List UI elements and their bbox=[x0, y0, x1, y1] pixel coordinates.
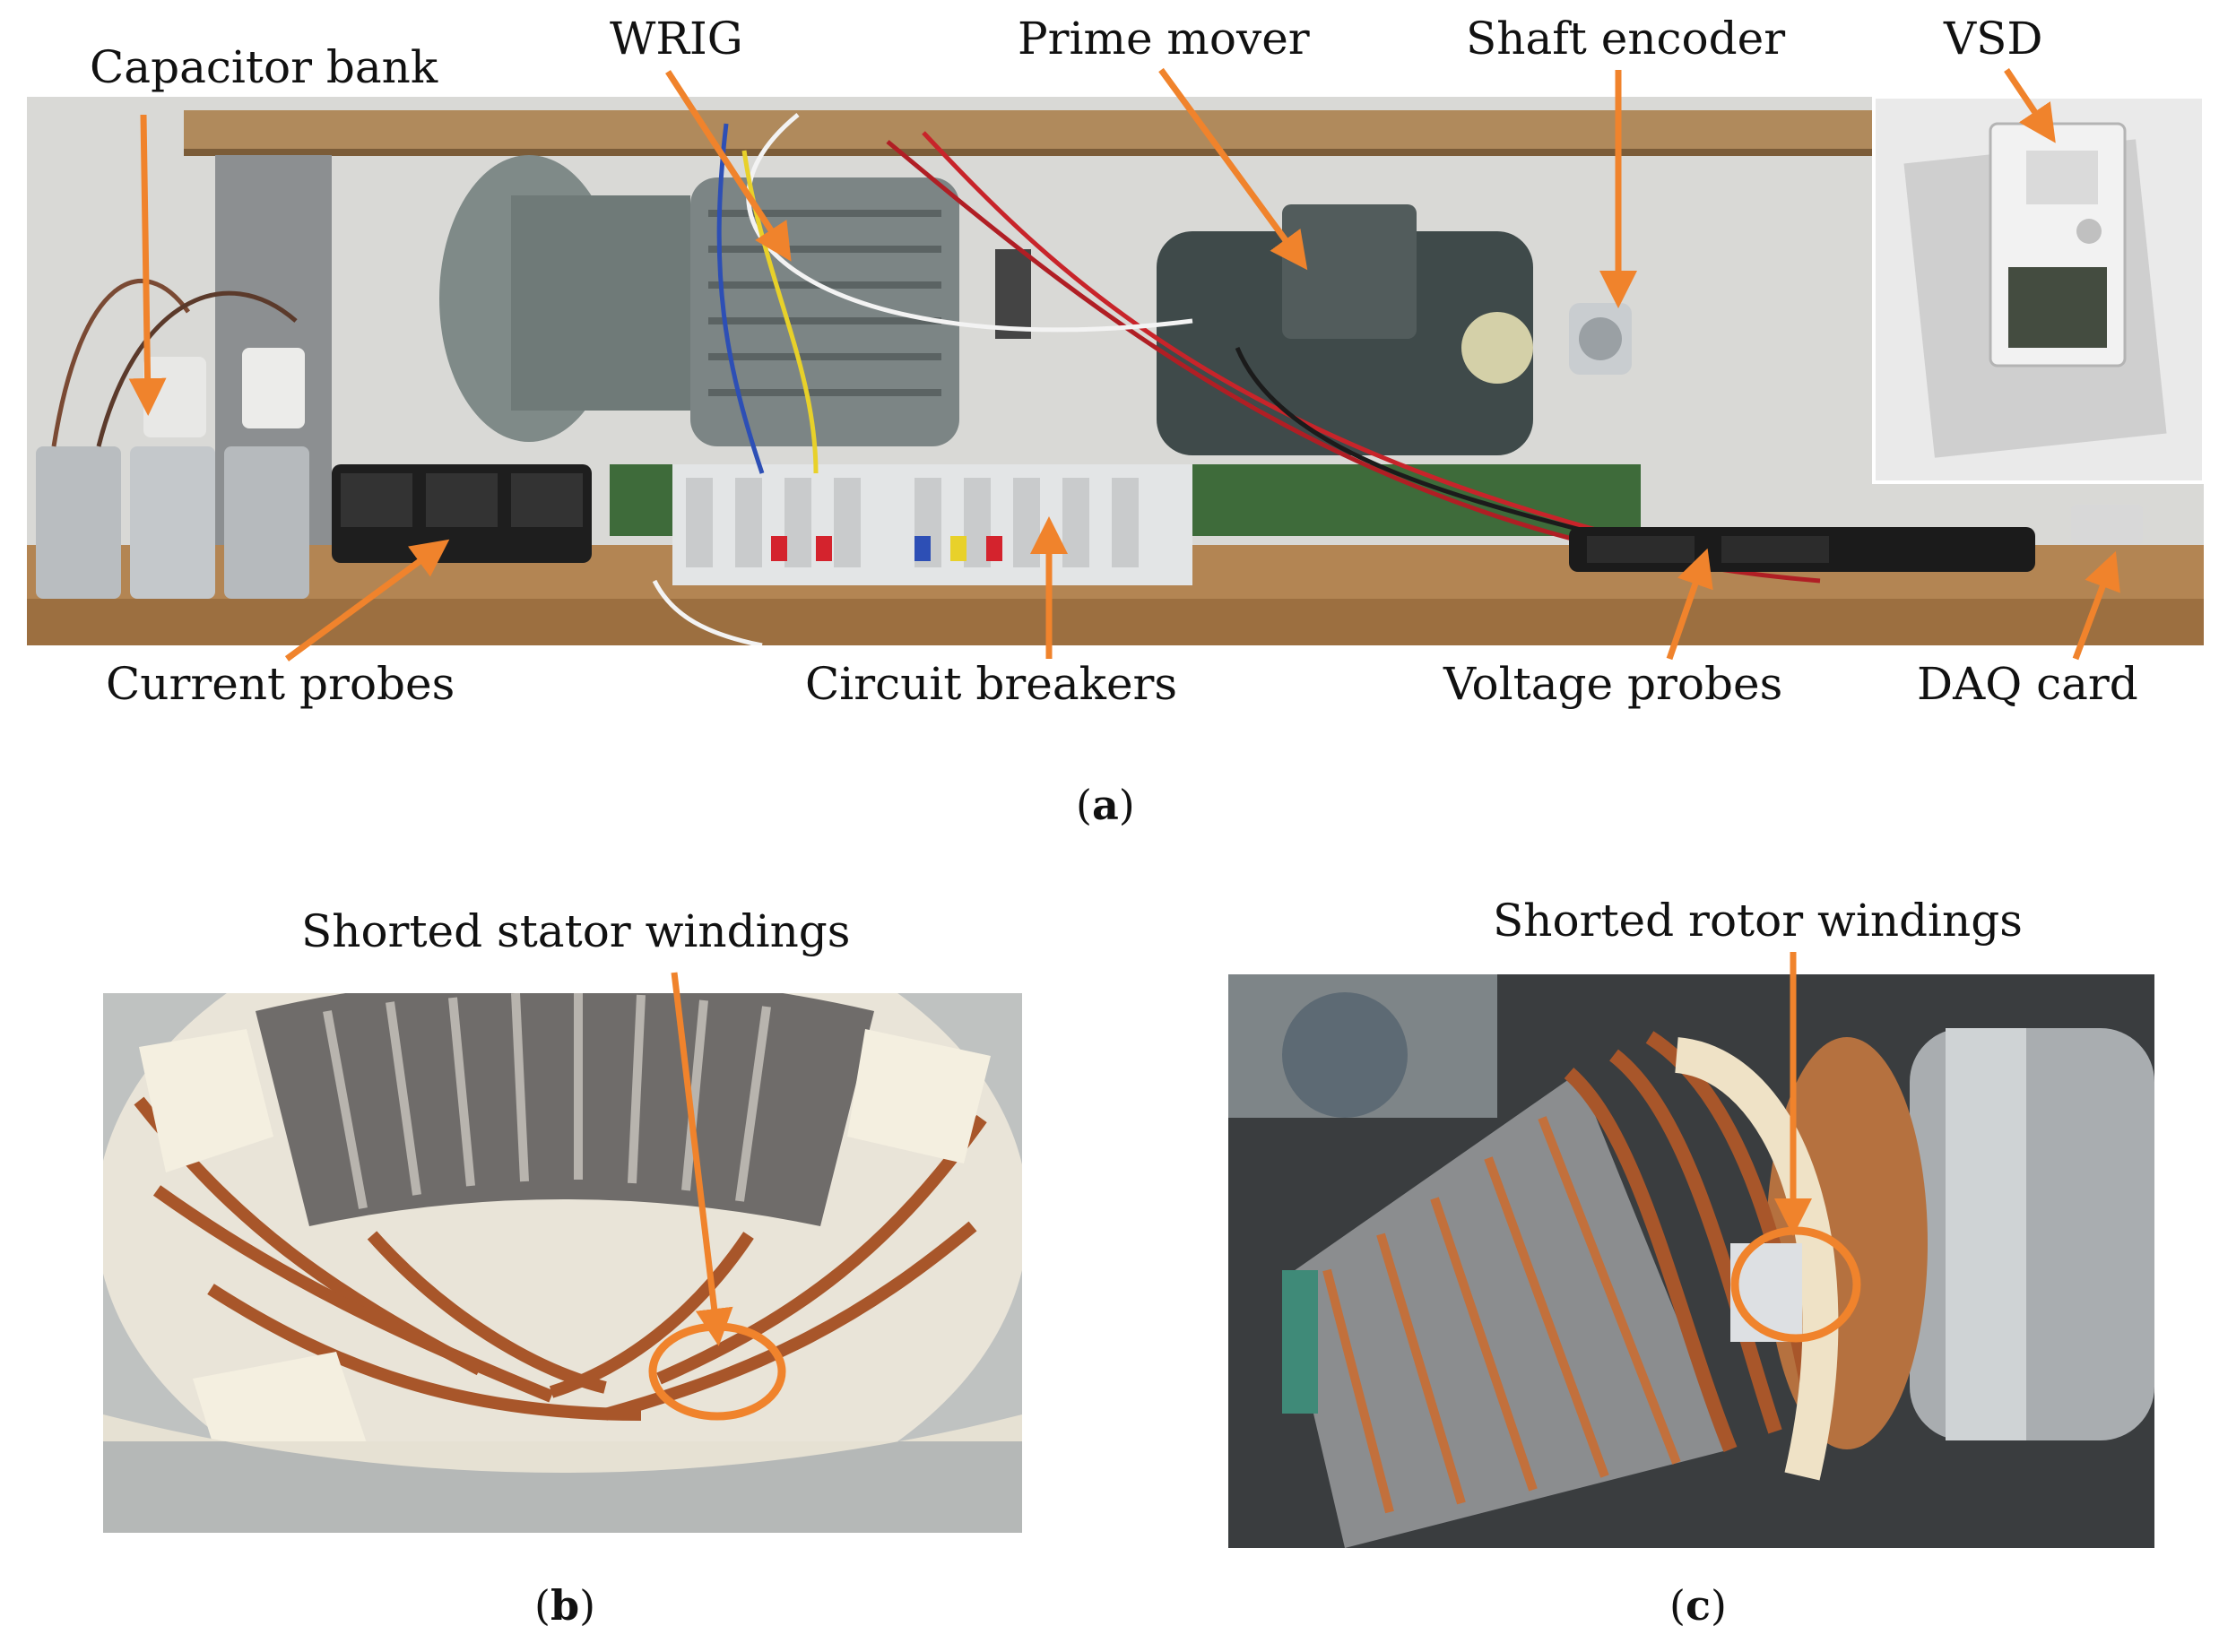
stator-core bbox=[256, 993, 874, 1226]
insulation-band bbox=[1674, 1037, 1839, 1481]
caption-c: (c) bbox=[1669, 1581, 1727, 1630]
circuit-breakers bbox=[672, 464, 1192, 585]
rotor-core bbox=[1282, 1073, 1730, 1548]
label-voltage-probes: Voltage probes bbox=[1443, 658, 1783, 710]
label-shaft-encoder: Shaft encoder bbox=[1466, 13, 1786, 65]
label-daq-card: DAQ card bbox=[1917, 658, 2138, 710]
stator-photo bbox=[103, 993, 1022, 1533]
current-probes bbox=[332, 464, 592, 563]
rotor-photo bbox=[1228, 974, 2154, 1548]
label-prime-mover: Prime mover bbox=[1018, 13, 1310, 65]
test-bench-photo bbox=[27, 97, 2204, 645]
daq-card bbox=[2071, 505, 2143, 545]
rotor-shaft bbox=[1766, 1028, 2154, 1449]
label-circuit-breakers: Circuit breakers bbox=[805, 658, 1178, 710]
label-capacitor-bank: Capacitor bank bbox=[90, 41, 438, 93]
prime-mover bbox=[995, 204, 1533, 455]
label-wrig: WRIG bbox=[610, 13, 743, 65]
vsd-inset bbox=[1872, 97, 2204, 484]
label-shorted-rotor-windings: Shorted rotor windings bbox=[1493, 895, 2023, 947]
label-vsd: VSD bbox=[1944, 13, 2043, 65]
wrig-machine bbox=[439, 155, 959, 446]
voltage-probes bbox=[1569, 527, 2035, 572]
shaft-encoder bbox=[1569, 303, 1632, 375]
label-current-probes: Current probes bbox=[106, 658, 455, 710]
caption-b: (b) bbox=[534, 1581, 596, 1630]
caption-a: (a) bbox=[1076, 781, 1135, 829]
label-shorted-stator-windings: Shorted stator windings bbox=[301, 905, 851, 957]
